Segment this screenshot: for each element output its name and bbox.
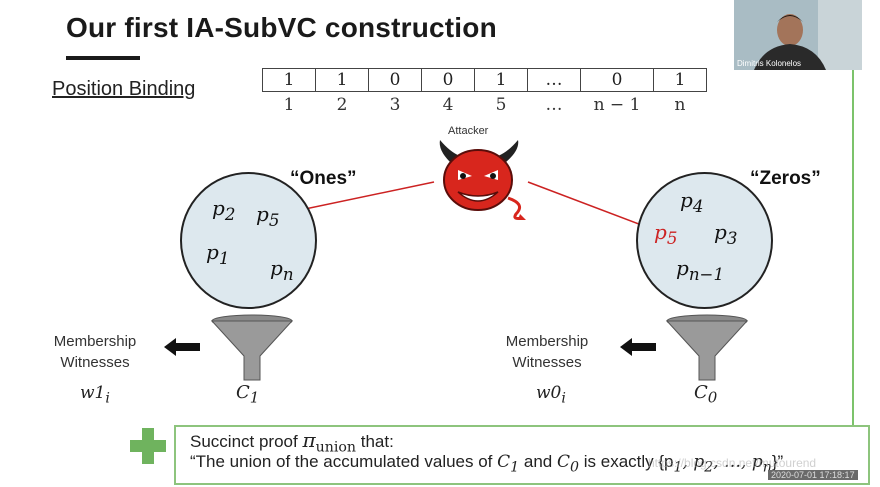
witness-variable: w1i [80,383,110,407]
membership-witnesses-label: Membership Witnesses [53,333,137,371]
funnel-icon [210,314,294,381]
ones-set-label: “Ones” [290,168,357,189]
zeros-set-circle [636,172,773,309]
element-pn: pn [270,256,294,284]
section-label: Position Binding [52,78,196,100]
accumulator-c0: C0 [694,382,718,407]
arrow-left-icon [164,338,200,356]
bit-cell: 1 [474,68,528,92]
element-pn-minus-1: pn−1 [676,256,725,284]
index-cell: … [545,95,563,115]
index-cell: 1 [283,95,295,115]
presenter-name: Dimitris Kolonelos [737,59,802,68]
proof-statement-line1: Succinct proof πunion that: [190,428,394,456]
membership-witnesses-label: Membership Witnesses [505,333,589,371]
witness-variable: w0i [536,383,566,407]
element-p2: p2 [212,196,236,224]
accumulator-c1: C1 [236,382,260,407]
index-cell: n − 1 [593,95,641,115]
index-cell: 5 [495,95,507,115]
index-cell: 3 [389,95,401,115]
slide-title: Our first IA-SubVC construction [66,12,497,43]
watermark-text: https://blog.csdn.net/mutourend [648,456,817,470]
bit-cell: 0 [421,68,475,92]
bit-cell: 1 [653,68,707,92]
proof-statement-line2: “The union of the accumulated values of … [190,452,784,476]
proof-box [174,425,870,485]
title-underline [66,56,140,60]
ones-set-circle [180,172,317,309]
plus-icon [130,428,166,464]
index-cell: 2 [336,95,348,115]
bit-vector-table: 1 1 0 0 1 … 0 1 1 2 3 4 5 … n − 1 n [262,68,707,118]
attacker-label: Attacker [448,125,489,137]
element-p5: p5 [256,202,280,230]
index-cell: 4 [442,95,454,115]
element-p5-red: p5 [654,220,678,248]
arrow-left-icon [620,338,656,356]
element-p1: p1 [206,240,230,268]
element-p4: p4 [680,188,704,216]
element-p3: p3 [714,220,738,248]
bit-cell: 0 [580,68,654,92]
webcam-feed: Dimitris Kolonelos [734,0,862,70]
slide-border [852,70,854,484]
devil-icon [439,140,526,220]
funnel-icon [665,314,749,381]
presenter-avatar [734,0,862,70]
video-timestamp: 2020-07-01 17:18:17 [768,470,858,480]
zeros-set-label: “Zeros” [750,168,821,189]
index-cell: n [674,95,686,115]
